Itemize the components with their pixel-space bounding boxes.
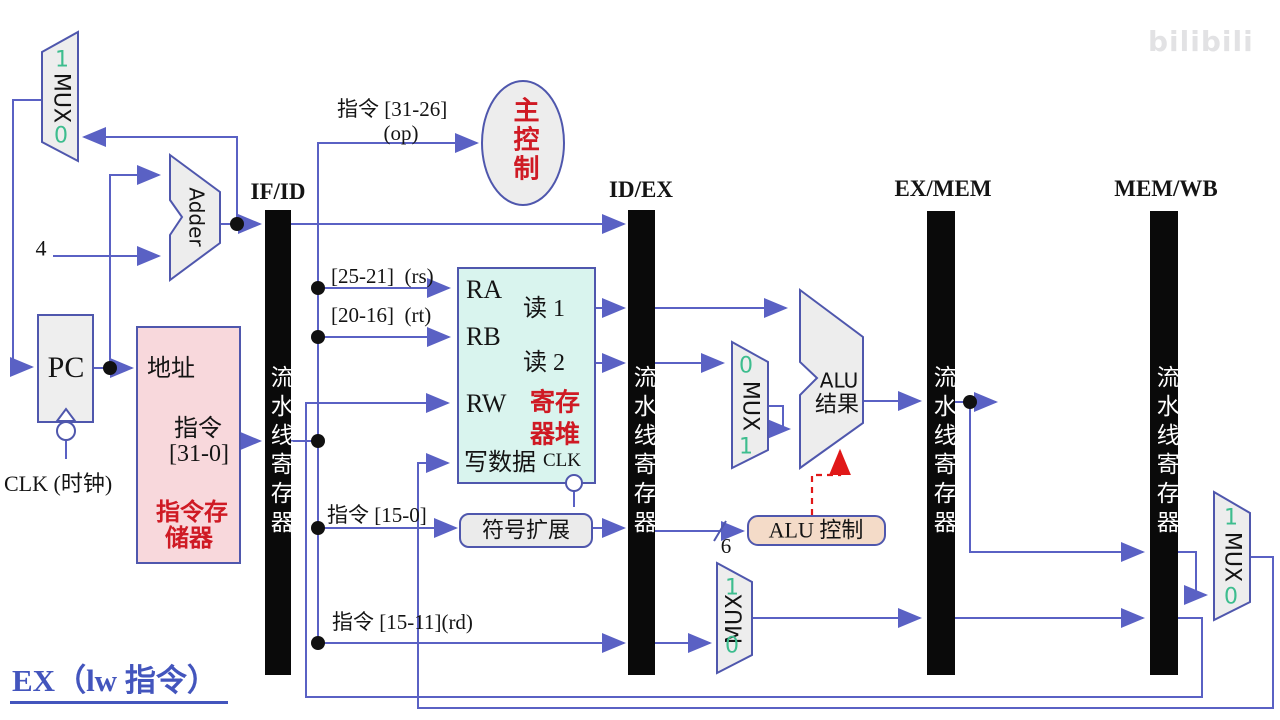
wire-trunk-op-to-control [317, 133, 479, 643]
adder-label: Adder [184, 187, 209, 247]
pc-label: PC [47, 350, 85, 384]
writeback-mux-shape [1213, 490, 1251, 622]
imem-name-line2: 储器 [165, 526, 213, 553]
wire-pc4-to-mux0 [82, 127, 238, 224]
writeback-mux-input-1: 1 [1224, 505, 1238, 531]
main-control-ellipse [481, 80, 565, 206]
junction-dots [103, 217, 977, 650]
pipeline-register-bars [265, 210, 1178, 675]
wire-alucontrol-to-alu-dashed [810, 448, 851, 515]
sign-extend-label: 符号扩展 [481, 517, 571, 543]
alu-shape [799, 288, 864, 470]
wire-pc-to-adder [109, 165, 161, 368]
regfile-read1-port: 读 1 [523, 296, 565, 322]
alu-result-label: 结果 [814, 391, 860, 417]
memwb-label: MEM/WB [1114, 175, 1218, 201]
ifid-bar [265, 210, 291, 675]
ifid-bar-text: 流水线寄存器 [267, 365, 293, 539]
wire-mux-to-pc [10, 99, 42, 377]
sign-extend-box [459, 513, 593, 548]
instruction-memory-box [136, 326, 241, 564]
watermark-logo: bilibili [1148, 25, 1254, 58]
wire-writeback-regnum-to-rw [305, 393, 1203, 698]
pc-mux-input-0: 0 [54, 123, 68, 149]
stage-banner: EX（lw 指令） [10, 663, 228, 704]
alusrc-mux-shape [731, 340, 769, 470]
wire-mux4-to-writedata [417, 453, 1274, 709]
register-file-box [457, 267, 596, 484]
regfile-rw-port: RW [466, 389, 507, 418]
exmem-bar [927, 211, 955, 675]
dot-rd [311, 636, 325, 650]
dot-pc-out [103, 361, 117, 375]
writeback-mux-label: MUX [1219, 531, 1245, 583]
memwb-bar-text: 流水线寄存器 [1153, 365, 1179, 539]
dot-imm [311, 521, 325, 535]
imem-addr-port-label: 地址 [147, 356, 195, 382]
pc-mux-input-1: 1 [55, 47, 69, 73]
regfile-read2-port: 读 2 [523, 350, 565, 376]
main-control-label: 主控制 [509, 96, 539, 184]
constant-four-label: 4 [35, 235, 47, 261]
exmem-bar-text: 流水线寄存器 [930, 365, 956, 539]
regdst-mux-input-1: 1 [725, 575, 739, 601]
writeback-mux-input-0: 0 [1224, 584, 1238, 610]
alusrc-mux-input-0: 0 [739, 353, 753, 379]
wire-memwb-to-mux4 [1178, 551, 1208, 605]
dot-pc4 [230, 217, 244, 231]
field-op-label: 指令 [31-26] [337, 97, 448, 121]
field-op-sub-label: (op) [383, 120, 419, 145]
field-rs-label: [25-21] (rs) [331, 264, 434, 288]
bus-width-six-label: 6 [720, 533, 732, 558]
ifid-label: IF/ID [250, 178, 306, 204]
bus-width-slash [713, 520, 727, 542]
alu-control-box [747, 515, 886, 546]
idex-label: ID/EX [609, 176, 673, 202]
regfile-ra-port: RA [466, 275, 503, 304]
wire-mux2-to-alu-bottom [767, 405, 791, 439]
field-rd-label: 指令 [15-11](rd) [332, 610, 473, 634]
regfile-writedata-port: 写数据 [464, 450, 536, 476]
exmem-label: EX/MEM [894, 175, 992, 201]
clk-pc-label: CLK (时钟) [4, 471, 113, 496]
regfile-name-line1: 寄存 [529, 389, 581, 417]
alusrc-mux-label: MUX [737, 380, 763, 432]
adder-shape [169, 153, 221, 282]
idex-bar-text: 流水线寄存器 [630, 365, 656, 539]
wires [10, 99, 1274, 709]
imem-name-line1: 指令存 [156, 500, 228, 527]
dot-aluresult [963, 395, 977, 409]
pc-mux-label: MUX [48, 72, 74, 124]
field-rt-label: [20-16] (rt) [331, 303, 432, 327]
pc-mux-shape [41, 30, 79, 163]
clock-bubble-pc [56, 421, 76, 441]
wire-aluresult-to-memwb [969, 402, 1145, 562]
imem-out-line2: [31-0] [169, 441, 229, 468]
field-imm-label: 指令 [15-0] [327, 503, 427, 527]
imem-out-line1: 指令 [174, 416, 222, 443]
pc-register-box [37, 314, 94, 423]
regdst-mux-input-0: 0 [725, 633, 739, 659]
alusrc-mux-input-1: 1 [739, 434, 753, 460]
regdst-mux-shape [716, 561, 753, 675]
clock-bubble-regfile [565, 474, 583, 492]
memwb-bar [1150, 211, 1178, 675]
blocks [37, 30, 1251, 675]
regfile-name-line2: 器堆 [529, 421, 581, 449]
alu-label: ALU [819, 368, 859, 393]
dot-instr [311, 434, 325, 448]
regfile-rb-port: RB [466, 322, 501, 351]
idex-bar [628, 210, 655, 675]
alu-control-label: ALU 控制 [768, 517, 864, 543]
dot-rt [311, 330, 325, 344]
clk-regfile-label: CLK [543, 450, 581, 471]
dot-rs [311, 281, 325, 295]
